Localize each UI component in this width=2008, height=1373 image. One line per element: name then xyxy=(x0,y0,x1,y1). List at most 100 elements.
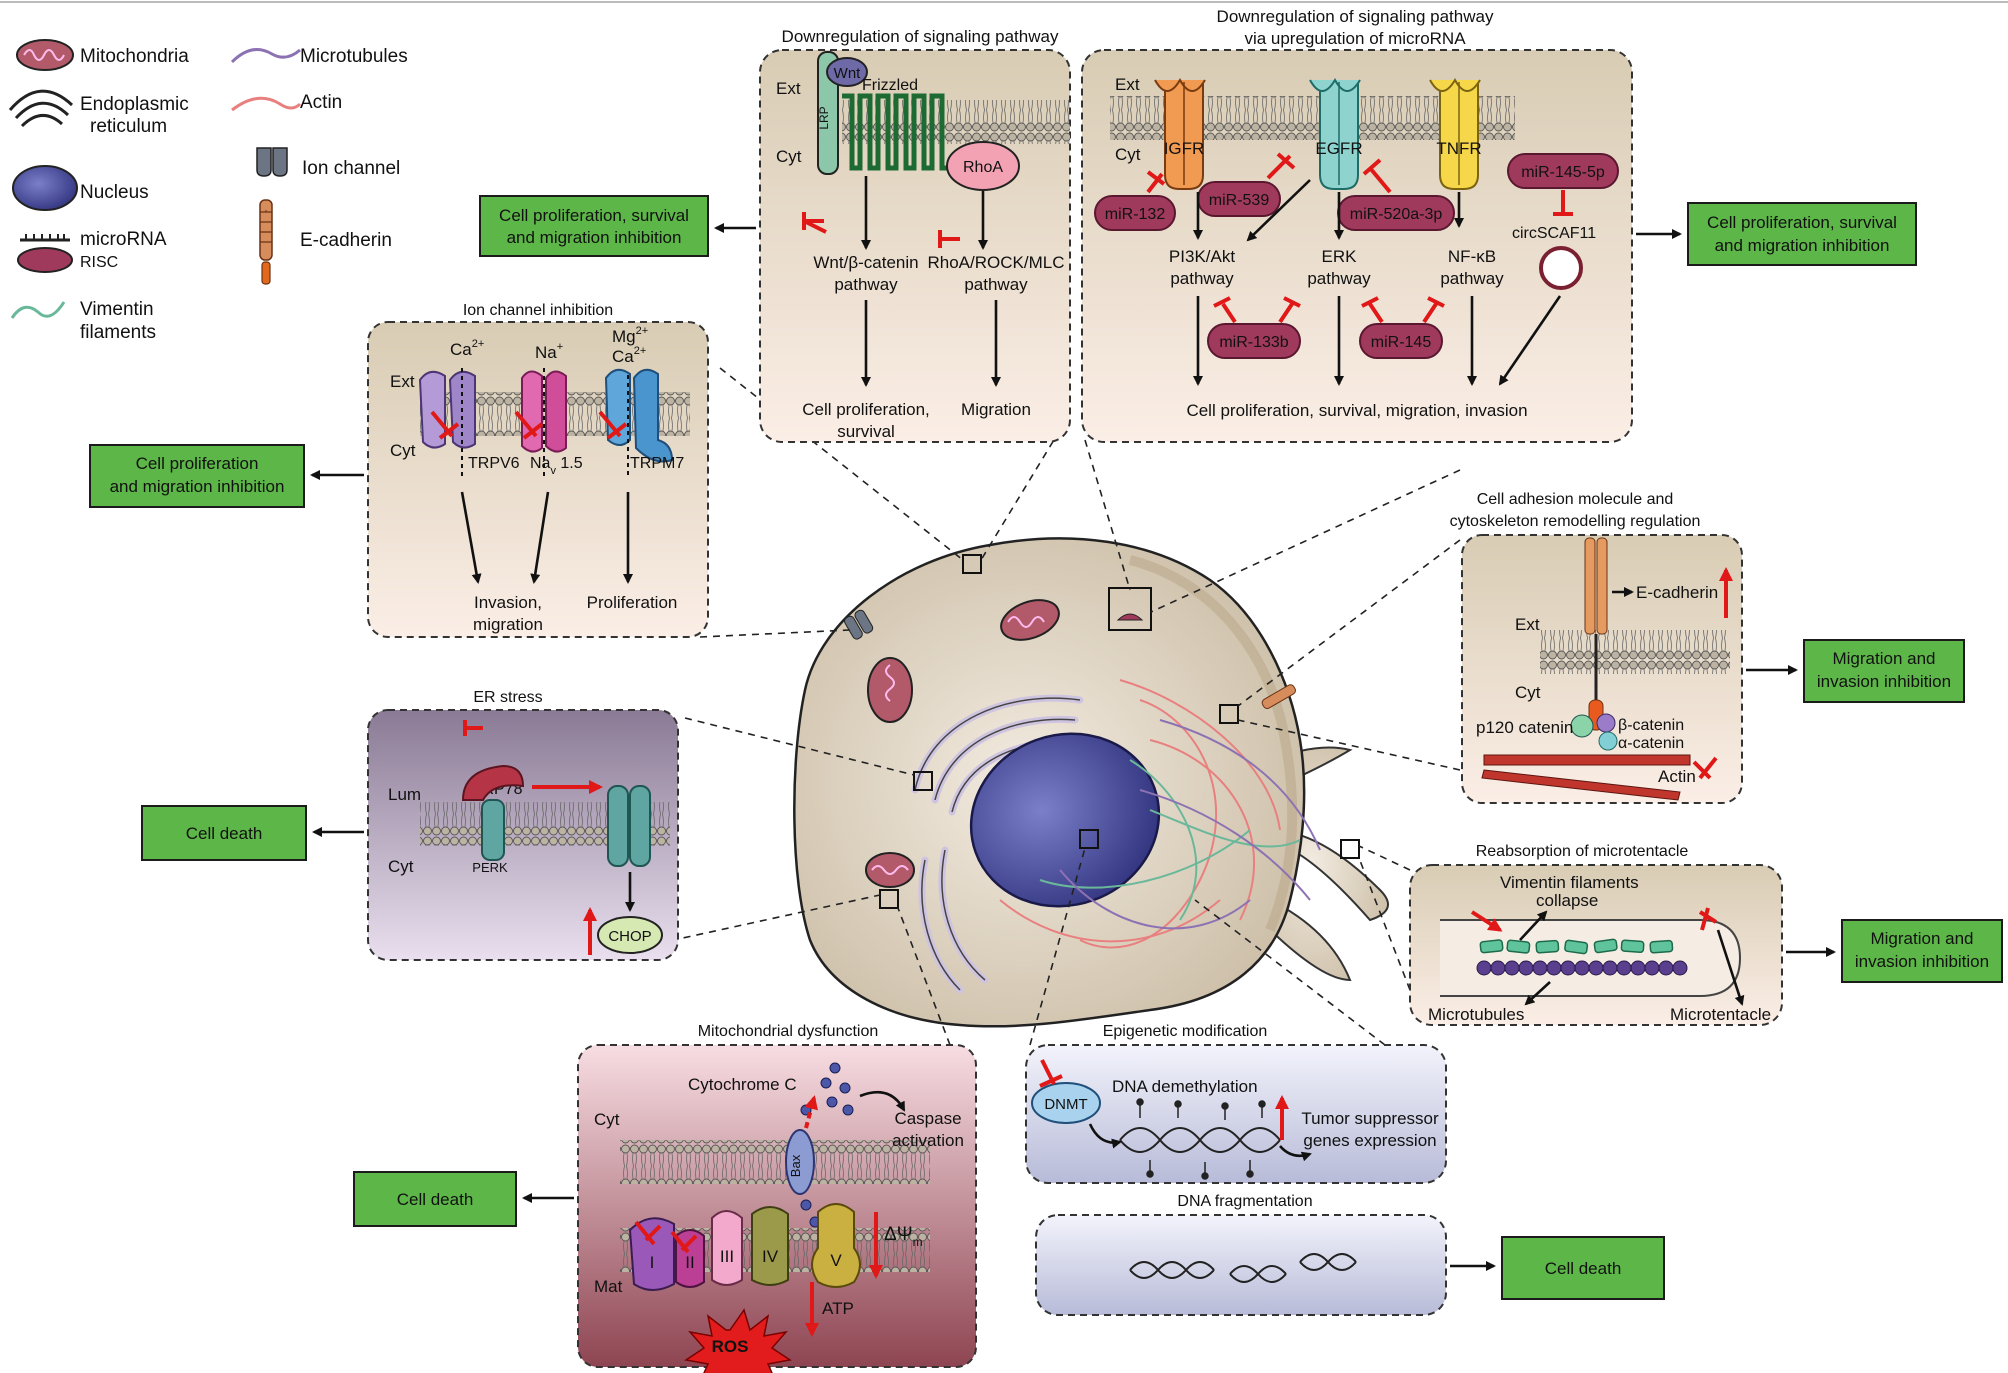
mir539-label: miR-539 xyxy=(1209,192,1270,209)
atp-label: ATP xyxy=(822,1299,854,1318)
dna-fragments xyxy=(1129,1253,1357,1283)
perk-left xyxy=(481,799,505,861)
wnt-pathway-2: pathway xyxy=(834,275,898,294)
legend-vimentin-1: Vimentin xyxy=(80,299,154,320)
nav15-label: Nav 1.5 xyxy=(530,455,583,477)
legend-risc: RISC xyxy=(80,254,118,271)
er-cyt: Cyt xyxy=(388,857,414,876)
outcome-mirna-1: Cell proliferation, survival xyxy=(1707,213,1897,232)
alpha-catenin xyxy=(1598,731,1618,751)
etc-complexes xyxy=(628,1203,861,1291)
outcome-ion-2: and migration inhibition xyxy=(110,477,285,496)
ion-inhibit-2 xyxy=(514,410,544,440)
legend-er-2: reticulum xyxy=(90,116,167,137)
outcome-mito: Cell death xyxy=(353,1171,517,1227)
mir133b-inhibit xyxy=(1213,296,1301,324)
ion-inhibit-3 xyxy=(598,410,628,440)
grp78-protein xyxy=(461,764,525,801)
ion-title: Ion channel inhibition xyxy=(463,302,613,319)
circscaf11-label: circSCAF11 xyxy=(1512,225,1596,242)
outcome-frag: Cell death xyxy=(1501,1236,1665,1300)
mitochondria-icon xyxy=(16,39,74,71)
rhoa-protein xyxy=(946,141,1020,191)
adh-cyt: Cyt xyxy=(1515,683,1541,702)
mirna-title-2: via upregulation of microRNA xyxy=(1244,29,1466,48)
ion-out1-1: Invasion, xyxy=(474,593,542,612)
dnmt-protein xyxy=(1031,1082,1101,1124)
actin-bundle xyxy=(1481,754,1691,801)
mir145-inhibit xyxy=(1361,296,1445,324)
panel-epi: Epigenetic modification DNMT DNA demethy… xyxy=(1025,1023,1447,1184)
complex-2: II xyxy=(685,1253,694,1272)
adh-title-2: cytoskeleton remodelling regulation xyxy=(1450,513,1701,530)
mtent-label: Microtentacle xyxy=(1670,1005,1771,1024)
mir132-inhibit xyxy=(1146,170,1166,194)
outcome-micro-2: invasion inhibition xyxy=(1855,952,1989,971)
panel-frag: DNA fragmentation xyxy=(1035,1193,1447,1316)
circscaf11-ring xyxy=(1539,246,1583,290)
mito-mat: Mat xyxy=(594,1277,623,1296)
wnt-pathway-1: Wnt/β-catenin xyxy=(813,253,918,272)
bcat-label: β-catenin xyxy=(1618,717,1684,734)
ros-label: ROS xyxy=(712,1337,749,1356)
mir145-pill xyxy=(1359,323,1443,359)
cell-nucleus xyxy=(969,732,1161,908)
chop-label: CHOP xyxy=(608,928,651,945)
cytc-label: Cytochrome C xyxy=(688,1075,797,1094)
p120-label: p120 catenin xyxy=(1476,718,1573,737)
mt-label: Microtubules xyxy=(1428,1005,1524,1024)
frizzled-receptor xyxy=(842,93,960,171)
panel-wnt: Downregulation of signaling pathway Ext … xyxy=(759,27,1071,443)
panel-adh: Cell adhesion molecule and cytoskeleton … xyxy=(1450,491,1743,804)
outcome-mirna-2: and migration inhibition xyxy=(1715,236,1890,255)
p120-catenin xyxy=(1570,714,1594,738)
outcome-wnt: Cell proliferation, survival and migrati… xyxy=(479,195,709,257)
ion-na: Na+ xyxy=(535,341,563,362)
er-title: ER stress xyxy=(473,689,542,706)
legend-vimentin-2: filaments xyxy=(80,322,156,343)
nav15-channel xyxy=(521,370,567,453)
panel-ion: Ion channel inhibition Ext Cyt Ca2+ Na+ … xyxy=(367,302,709,638)
mito-title: Mitochondrial dysfunction xyxy=(698,1023,879,1040)
nfkb-1: NF-κB xyxy=(1448,247,1496,266)
microtubules-icon xyxy=(230,48,301,64)
nfkb-2: pathway xyxy=(1440,269,1504,288)
acat-label: α-catenin xyxy=(1618,735,1684,752)
connector-lines xyxy=(581,367,1461,1046)
egfr-label: EGFR xyxy=(1315,139,1362,158)
mir520-label: miR-520a-3p xyxy=(1350,206,1443,223)
nucleus-icon xyxy=(12,165,78,211)
outcome-adh-1: Migration and xyxy=(1832,649,1935,668)
perk-label: PERK xyxy=(472,860,508,875)
wnt-inhibit-b xyxy=(938,230,960,248)
legend-mitochondria: Mitochondria xyxy=(80,46,189,67)
wnt-ext: Ext xyxy=(776,79,801,98)
outcome-adh: Migration and invasion inhibition xyxy=(1803,639,1965,703)
frag-title: DNA fragmentation xyxy=(1177,1193,1312,1210)
mir145-5p-pill xyxy=(1507,153,1619,189)
tnfr-receptor xyxy=(1429,77,1481,190)
egfr-receptor xyxy=(1309,77,1361,190)
complex-5: V xyxy=(830,1251,842,1270)
outcome-ion-1: Cell proliferation xyxy=(136,454,259,473)
cell-ecadherin-feature xyxy=(1261,684,1296,709)
wnt-cyt: Cyt xyxy=(776,147,802,166)
outcome-micro-1: Migration and xyxy=(1870,929,1973,948)
pi3k-2: pathway xyxy=(1170,269,1234,288)
mito-cyt: Cyt xyxy=(594,1110,620,1129)
pi3k-1: PI3K/Akt xyxy=(1169,247,1235,266)
panel-mito: Mitochondrial dysfunction Cyt Mat Cytoch… xyxy=(577,1023,977,1373)
outcome-mirna: Cell proliferation, survival and migrati… xyxy=(1687,202,1917,266)
ion-out1-2: migration xyxy=(473,615,543,634)
igfr-label: IGFR xyxy=(1164,139,1205,158)
central-cell xyxy=(793,537,1389,1028)
mir133b-label: miR-133b xyxy=(1219,334,1288,351)
micro-title: Reabsorption of microtentacle xyxy=(1476,843,1689,860)
mir145-5p-inhibit xyxy=(1553,190,1573,216)
wnt-out1-1: Cell proliferation, xyxy=(802,400,930,419)
er-icon xyxy=(8,89,74,128)
legend-er-1: Endoplasmic xyxy=(80,94,189,115)
demeth-label: DNA demethylation xyxy=(1112,1077,1258,1096)
vimentin-icon xyxy=(10,301,66,319)
mirna-cyt: Cyt xyxy=(1115,145,1141,164)
